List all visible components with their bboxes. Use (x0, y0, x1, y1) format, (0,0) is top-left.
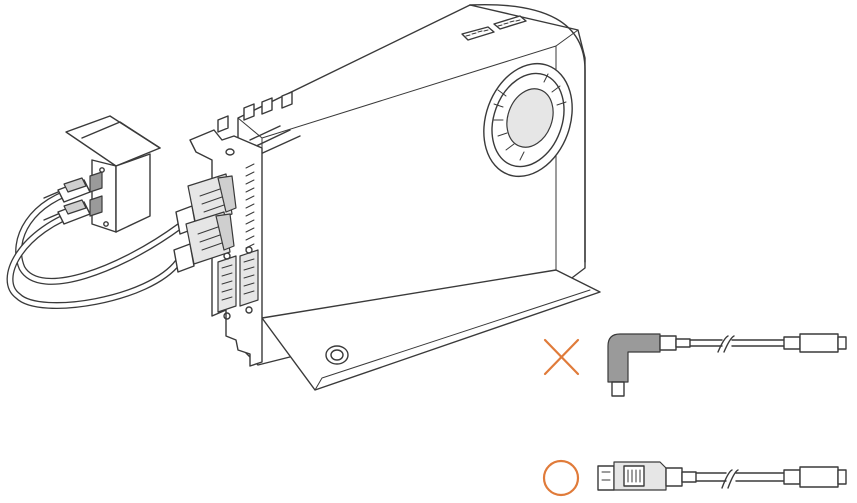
cable-plug-left-lower (43, 199, 91, 225)
power-connector-icon (461, 15, 527, 41)
cross-icon (543, 338, 580, 376)
displayport-plug-lower (173, 211, 235, 273)
bracket-vent-holes (245, 163, 255, 249)
card-top-tabs (217, 91, 293, 133)
cable-plug-left-upper (43, 177, 91, 203)
graphics-card (217, 3, 601, 391)
adapter-board (65, 115, 161, 233)
dvi-port-icon (217, 246, 259, 320)
correct-example (542, 459, 847, 497)
displayport-cables (6, 173, 237, 310)
fan-icon (483, 62, 573, 178)
card-shroud-edge (469, 3, 586, 263)
incorrect-example (543, 333, 847, 397)
angled-connector-icon (607, 333, 847, 397)
screw-hole-icon (325, 345, 349, 365)
circle-icon (542, 459, 580, 497)
straight-connector-icon (597, 461, 847, 491)
card-vents (249, 125, 301, 157)
